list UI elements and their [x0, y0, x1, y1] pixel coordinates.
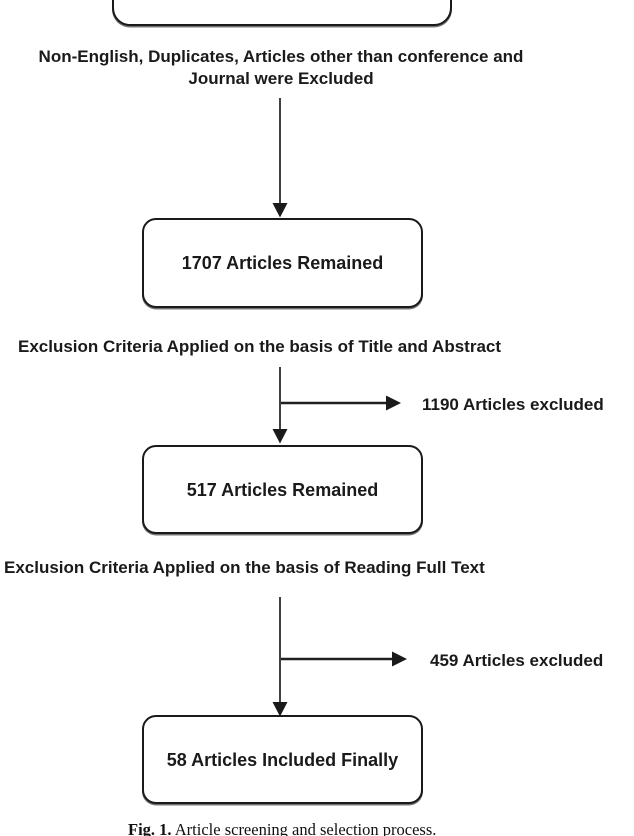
- node-label: 1707 Articles Remained: [181, 253, 384, 273]
- node-articles-remained-517: 517 Articles Remained: [142, 445, 423, 534]
- node-articles-remained-1707: 1707 Articles Remained: [142, 218, 423, 308]
- arrow-down-1: [272, 98, 288, 218]
- node-label: 58 Articles Included Finally: [166, 749, 399, 770]
- branch-arrow-excluded-1: [281, 395, 401, 411]
- branch-arrow-excluded-2: [281, 651, 407, 667]
- figure-caption: Fig. 1. Article screening and selection …: [128, 820, 548, 836]
- figure-caption-number: Fig. 1.: [128, 820, 172, 836]
- label-articles-excluded-459: 459 Articles excluded: [430, 651, 604, 670]
- note-criteria-title-abstract: Exclusion Criteria Applied on the basis …: [18, 337, 502, 356]
- label-articles-excluded-1190: 1190 Articles excluded: [422, 395, 604, 414]
- node-articles-included-58: 58 Articles Included Finally: [142, 715, 423, 804]
- node-top-cutoff-box: [112, 0, 452, 26]
- figure-caption-text: Article screening and selection process.: [171, 820, 437, 836]
- node-label: 517 Articles Remained: [186, 479, 379, 500]
- arrow-down-3: [272, 597, 288, 717]
- note-non-english-duplicates: Non-English, Duplicates, Articles other …: [38, 47, 524, 88]
- arrow-down-2: [272, 367, 288, 444]
- note-criteria-full-text: Exclusion Criteria Applied on the basis …: [4, 558, 485, 577]
